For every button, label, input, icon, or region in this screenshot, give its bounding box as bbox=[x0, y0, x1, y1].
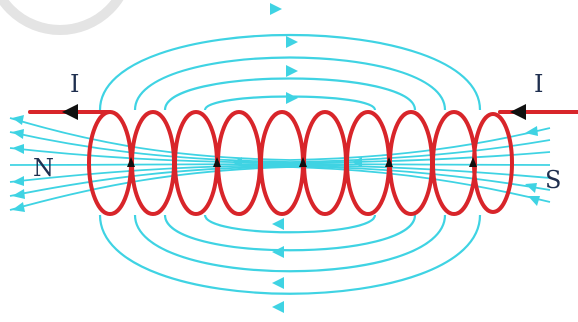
field-arrow-icon bbox=[525, 126, 538, 136]
field-arrow-icon bbox=[286, 36, 298, 48]
current-arrow-left-icon bbox=[62, 104, 78, 120]
coil-turn bbox=[345, 110, 391, 216]
field-arrow-icon bbox=[272, 301, 284, 313]
field-arrow-icon bbox=[270, 3, 282, 15]
field-arrows-right-end bbox=[525, 126, 540, 206]
current-arrow-icon bbox=[385, 157, 393, 167]
field-arrow-icon bbox=[528, 196, 540, 206]
coil-turn bbox=[388, 110, 434, 216]
field-arrow-icon bbox=[525, 183, 537, 193]
field-arrow-icon bbox=[272, 246, 284, 258]
field-line-inside bbox=[9, 163, 551, 166]
current-label-right: I bbox=[534, 70, 544, 98]
field-arrows-inside bbox=[232, 157, 362, 167]
field-arrow-icon bbox=[272, 218, 284, 230]
field-arrow-icon bbox=[12, 144, 24, 154]
field-lines-top bbox=[98, 34, 482, 111]
current-arrow-icon bbox=[127, 157, 135, 167]
coil-turn bbox=[173, 110, 219, 216]
field-arrows-left-end bbox=[12, 115, 25, 212]
field-loop-top-1 bbox=[98, 34, 482, 111]
field-arrow-icon bbox=[272, 277, 284, 289]
field-line-inside bbox=[9, 165, 551, 197]
field-arrow-icon bbox=[232, 157, 242, 167]
field-loop-bottom-1 bbox=[98, 214, 482, 295]
field-loop-top-3 bbox=[163, 77, 417, 111]
field-arrow-icon bbox=[12, 129, 24, 139]
current-arrow-icon bbox=[469, 157, 477, 167]
south-pole-label: S bbox=[545, 166, 562, 194]
field-arrows-bottom bbox=[272, 218, 284, 313]
current-label-left: I bbox=[70, 70, 80, 98]
field-arrow-icon bbox=[12, 189, 25, 199]
current-arrow-icon bbox=[213, 157, 221, 167]
current-arrow-icon bbox=[299, 157, 307, 167]
current-arrow-right-icon bbox=[510, 104, 526, 120]
field-loop-bottom-3 bbox=[163, 214, 417, 252]
coil-turn bbox=[130, 110, 176, 216]
field-line-inside bbox=[9, 147, 551, 164]
coil-turn bbox=[87, 110, 133, 216]
field-line-inside bbox=[9, 164, 551, 183]
field-arrow-icon bbox=[286, 92, 298, 104]
north-pole-label: N bbox=[33, 154, 54, 182]
field-arrow-icon bbox=[12, 202, 25, 212]
coil-turn bbox=[472, 112, 514, 214]
field-arrow-icon bbox=[12, 176, 24, 186]
field-loop-bottom-4 bbox=[203, 214, 377, 234]
field-loop-top-2 bbox=[133, 56, 447, 111]
field-loop-bottom-2 bbox=[133, 214, 447, 273]
field-arrow-icon bbox=[12, 115, 24, 125]
coil-turn bbox=[431, 110, 477, 216]
field-arrow-icon bbox=[286, 65, 298, 77]
field-arrows-top bbox=[270, 3, 298, 104]
watermark-decoration bbox=[0, 0, 124, 35]
coil-current-arrows bbox=[127, 157, 477, 167]
field-arrow-icon bbox=[352, 157, 362, 167]
field-line-inside bbox=[9, 131, 551, 163]
field-lines-bottom bbox=[98, 214, 482, 295]
